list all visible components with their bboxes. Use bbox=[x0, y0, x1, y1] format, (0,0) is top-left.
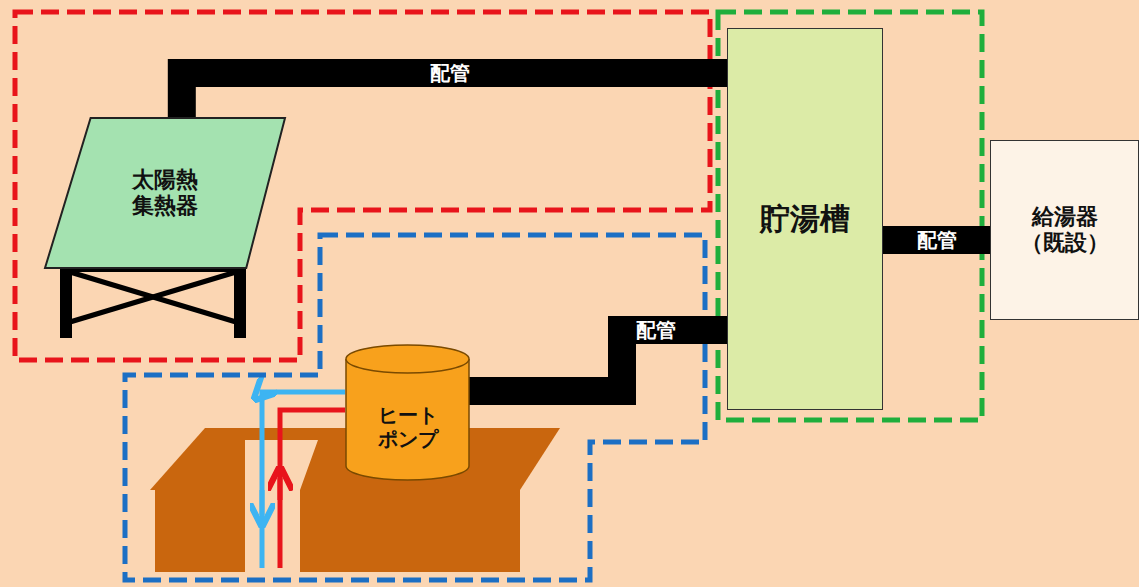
pipe-label: 配管 bbox=[632, 316, 680, 344]
pipe-label: 配管 bbox=[426, 59, 474, 87]
hot-loop bbox=[280, 410, 345, 568]
collector-stand bbox=[60, 262, 246, 338]
pipe-label: 配管 bbox=[913, 226, 961, 254]
heatpump-group-outline bbox=[125, 235, 705, 580]
node-label: 給湯器 （既設） bbox=[1017, 204, 1112, 257]
storage-tank: 貯湯槽 bbox=[727, 28, 883, 410]
pipe bbox=[468, 330, 727, 391]
cold-arrow bbox=[260, 490, 265, 515]
hot-arrow bbox=[278, 478, 283, 500]
solar-collector: 太陽熱 集熱器 bbox=[45, 118, 285, 268]
water-heater: 給湯器 （既設） bbox=[990, 140, 1139, 320]
node-label: 太陽熱 集熱器 bbox=[125, 167, 204, 220]
node-label: ヒート ポンプ bbox=[372, 403, 444, 451]
heat-pump: ヒート ポンプ bbox=[345, 345, 470, 480]
tank-group-outline bbox=[718, 12, 982, 420]
node-label: 貯湯槽 bbox=[760, 201, 850, 237]
cold-loop bbox=[262, 392, 345, 568]
pipe bbox=[883, 226, 990, 254]
